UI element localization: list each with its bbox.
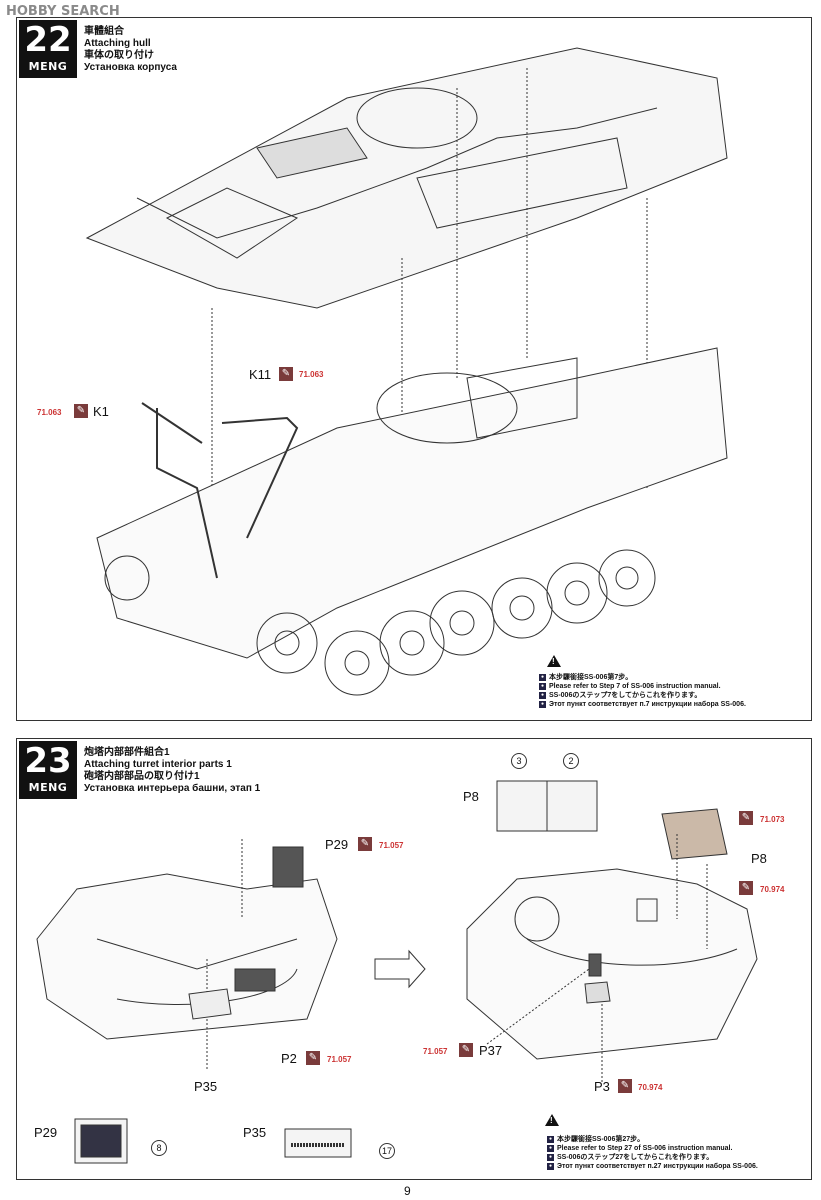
paint-code-p29: 71.057 [379,841,404,850]
paint-brush-icon: ✎ [74,404,88,418]
paint-brush-icon: ✎ [358,837,372,851]
step-22-badge: 22 MENG [19,20,77,78]
note-zh: 本步驟銜接SS-006第27步。 [557,1136,645,1143]
step-22-titles: 車體組合 Attaching hull 車体の取り付け Установка ко… [84,26,177,74]
watermark-text: HOBBY SEARCH [6,4,120,19]
page-number: 9 [404,1184,411,1198]
decal-number: 17 [379,1143,395,1159]
part-label-p8-decal: P8 [463,789,479,804]
step-22-drawing [85,47,728,696]
paint-brush-icon: ✎ [279,367,293,381]
paint-code-k1: 71.063 [37,408,62,417]
step-23-number: 23 [24,741,72,781]
step-23-panel: 23 MENG 炮塔内部部件組合1 Attaching turret inter… [16,738,812,1180]
paint-code-p8-bottom: 70.974 [760,885,785,894]
part-label-p8: P8 [751,851,767,866]
paint-code-p8-top: 71.073 [760,815,785,824]
brand-logo: MENG [28,60,68,73]
step-22-title-ru: Установка корпуса [84,62,177,73]
warning-icon [545,1114,559,1126]
paint-brush-icon: ✎ [618,1079,632,1093]
step-22-title-zh: 車體組合 [84,26,124,37]
part-label-p3: P3 [594,1079,610,1094]
step-22-title-en: Attaching hull [84,38,151,49]
decal-label-p29: P29 [34,1125,58,1140]
step-23-badge: 23 MENG [19,741,77,799]
paint-code-p37: 71.057 [423,1047,448,1056]
step-22-notes: ●本步驟銜接SS-006第7步。 ●Please refer to Step 7… [539,674,746,708]
paint-brush-icon: ✎ [306,1051,320,1065]
decal-number: 8 [151,1140,167,1156]
step-22-panel: 22 MENG 車體組合 Attaching hull 車体の取り付け Уста… [16,17,812,721]
step-22-title-ja: 車体の取り付け [84,50,154,61]
decal-number: 3 [511,753,527,769]
step-23-drawing [36,780,758,1164]
warning-icon [547,655,561,667]
part-label-p2: P2 [281,1051,297,1066]
paint-brush-icon: ✎ [739,881,753,895]
note-zh: 本步驟銜接SS-006第7步。 [549,674,633,681]
watermark-logo: HOBBY SEARCH [6,4,120,19]
part-label-p35: P35 [194,1079,218,1094]
step-23-title-ru: Установка интерьера башни, этап 1 [84,783,261,794]
note-ja: SS-006のステップ27をしてからこれを作ります。 [557,1154,714,1161]
decal-label-p35: P35 [243,1125,267,1140]
note-en: Please refer to Step 27 of SS-006 instru… [557,1145,733,1152]
note-ru: Этот пункт соответствует п.7 инструкции … [549,701,746,708]
step-23-title-en: Attaching turret interior parts 1 [84,759,232,770]
paint-brush-icon: ✎ [739,811,753,825]
part-label-p29: P29 [325,837,349,852]
note-ja: SS-006のステップ7をしてからこれを作ります。 [549,692,702,699]
paint-code-p2: 71.057 [327,1055,352,1064]
part-label-k11: K11 [249,367,272,382]
paint-code-k11: 71.063 [299,370,324,379]
step-23-title-zh: 炮塔内部部件組合1 [84,747,170,758]
step-23-title-ja: 砲塔内部部品の取り付け1 [84,771,200,782]
part-label-k1: K1 [93,404,109,419]
step-22-number: 22 [24,20,72,60]
paint-code-p3: 70.974 [638,1083,663,1092]
note-en: Please refer to Step 7 of SS-006 instruc… [549,683,721,690]
step-23-notes: ●本步驟銜接SS-006第27步。 ●Please refer to Step … [547,1136,758,1170]
step-23-titles: 炮塔内部部件組合1 Attaching turret interior part… [84,747,260,795]
part-label-p37: P37 [479,1043,503,1058]
brand-logo: MENG [28,781,68,794]
note-ru: Этот пункт соответствует п.27 инструкции… [557,1163,758,1170]
paint-brush-icon: ✎ [459,1043,473,1057]
decal-number: 2 [563,753,579,769]
